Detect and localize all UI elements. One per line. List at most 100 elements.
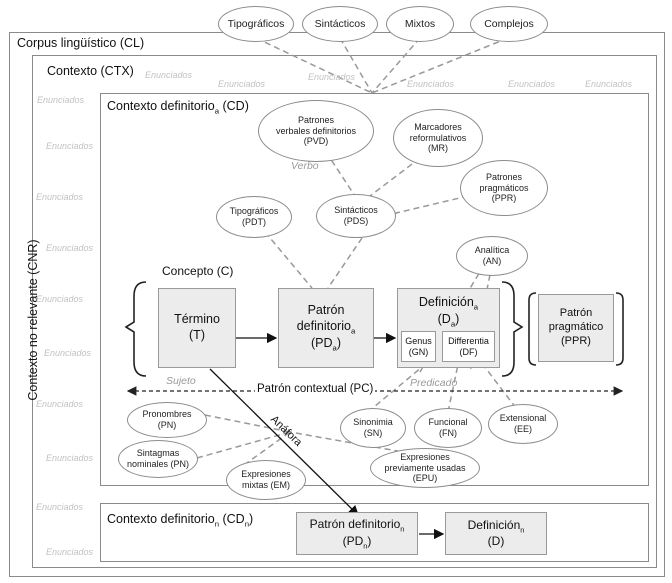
pdn-line2-main: (PD <box>342 533 364 548</box>
pdn-line1-main: Patrón definitorio <box>309 516 401 531</box>
pdn-line2-end: ) <box>367 533 372 548</box>
sujeto-label: Sujeto <box>166 375 196 387</box>
cd-title-main: Contexto definitorio <box>107 99 215 113</box>
an-line1: Analítica <box>474 245 510 256</box>
pragmatico-line2: pragmático <box>548 321 604 334</box>
cdn-title-sub: n <box>214 519 220 529</box>
pragmatico-line1: Patrón <box>559 307 593 320</box>
pds-line2: (PDS) <box>343 216 369 226</box>
pdt-ellipse: Tipográficos(PDT) <box>216 196 292 238</box>
definicion-line2-main: (D <box>437 312 451 327</box>
patron-line3-end: ) <box>336 335 341 350</box>
enunciados-12: Enunciados <box>44 348 92 358</box>
fn-ellipse: Funcional(FN) <box>414 408 482 448</box>
em-line1: Expresiones <box>241 469 291 480</box>
pron-ellipse: Pronombres(PN) <box>127 402 207 438</box>
fn-line2: (FN) <box>439 428 457 438</box>
enunciados-15: Enunciados <box>36 502 84 512</box>
cd-title-sub: a <box>214 106 220 116</box>
sintag-line1: Sintagmas <box>136 448 180 459</box>
patron-box: Patrón definitorioa (PDa) <box>278 288 374 368</box>
enunciados-4: Enunciados <box>407 79 455 89</box>
enunciados-10: Enunciados <box>46 243 94 253</box>
ppr-ell-line3: (PPR) <box>491 193 517 204</box>
ee-line2: (EE) <box>514 424 532 434</box>
pc-label: Patrón contextual (PC) <box>255 383 376 395</box>
definicion-line2-end: ) <box>455 312 460 327</box>
sn-line1: Sinonimia <box>353 417 393 428</box>
patron-line2-main: definitorio <box>296 318 351 333</box>
enunciados-9: Enunciados <box>36 192 84 202</box>
concepto-label: Concepto (C) <box>162 264 234 278</box>
pvd-line1: Patrones <box>297 114 334 125</box>
enunciados-13: Enunciados <box>36 399 84 409</box>
em-line2: mixtas (EM) <box>242 480 290 490</box>
epu-line3: (EPU) <box>412 473 438 484</box>
enunciados-5: Enunciados <box>508 79 556 89</box>
genus-box: Genus(GN) <box>401 331 436 362</box>
ee-line1: Extensional <box>499 413 547 424</box>
pvd-line3: (PVD) <box>303 136 329 147</box>
epu-line1: Expresiones <box>400 451 450 462</box>
differentia-line2: (DF) <box>459 346 478 357</box>
definicion-line2-sub: a <box>450 319 456 329</box>
pdt-line1: Tipográficos <box>229 206 279 217</box>
corpus-title: Corpus lingüístico (CL) <box>17 36 145 50</box>
context-title: Contexto (CTX) <box>47 64 134 78</box>
genus-line1: Genus <box>405 335 432 346</box>
pvd-line2: verbales definitorios <box>275 125 357 136</box>
top-type-sintacticos: Sintácticos <box>302 6 378 42</box>
dn-box: Definiciónn (D) <box>445 512 547 555</box>
cnr-vertical-label: Contexto no relevante (CNR) <box>26 239 40 401</box>
enunciados-11: Enunciados <box>36 294 84 304</box>
pdn-line2-sub: n <box>363 540 368 550</box>
genus-line2: (GN) <box>408 346 429 357</box>
patron-line3-main: (PD <box>310 335 333 350</box>
differentia-box: Differentia(DF) <box>442 331 495 362</box>
cdn-title-mid: (CD <box>219 512 245 526</box>
enunciados-14: Enunciados <box>46 453 94 463</box>
pds-line1: Sintácticos <box>334 205 378 216</box>
termino-box: Término(T) <box>158 288 236 368</box>
pdt-line2: (PDT) <box>242 217 266 227</box>
mr-line2: reformulativos <box>409 132 467 143</box>
pron-line1: Pronombres <box>142 409 192 420</box>
patron-line2-sub: a <box>350 326 356 336</box>
top-type-complejos: Complejos <box>470 6 548 42</box>
cdn-title-sub2: n <box>244 519 250 529</box>
mr-line3: (MR) <box>428 143 448 154</box>
verbo-label: Verbo <box>291 160 319 172</box>
pds-ellipse: Sintácticos(PDS) <box>316 194 396 238</box>
top-type-tipograficos: Tipográficos <box>218 6 294 42</box>
pdn-line1-sub: n <box>400 524 405 534</box>
fn-line1: Funcional <box>428 417 468 428</box>
ppr-ell-line2: pragmáticos <box>479 182 529 193</box>
sn-ellipse: Sinonimia(SN) <box>340 408 406 448</box>
sn-line2: (SN) <box>363 428 383 438</box>
cdn-box <box>100 503 649 562</box>
dn-line1-sub: n <box>520 525 525 535</box>
pragmatico-line3: (PPR) <box>561 334 591 347</box>
pdn-box: Patrón definitorion (PDn) <box>296 512 418 555</box>
pron-line2: (PN) <box>157 420 177 430</box>
mr-line1: Marcadores <box>414 121 462 132</box>
enunciados-3: Enunciados <box>308 72 356 82</box>
termino-line2: (T) <box>189 328 205 342</box>
cdn-title-main: Contexto definitorio <box>107 512 215 526</box>
an-line2: (AN) <box>482 256 502 266</box>
definicion-line1-sub: a <box>473 302 479 312</box>
cd-title: Contexto definitorioa (CD) <box>107 99 249 116</box>
predicado-label: Predicado <box>410 377 458 389</box>
cdn-title: Contexto definitorion (CDn) <box>107 512 253 529</box>
sintag-line2: nominales (PN) <box>126 459 190 469</box>
differentia-line1: Differentia <box>448 335 489 346</box>
dn-line2: (D) <box>487 534 505 549</box>
termino-line1: Término <box>174 312 220 327</box>
enunciados-16: Enunciados <box>46 547 94 557</box>
ppr-ell-line1: Patrones <box>485 171 523 182</box>
patron-line3-sub: a <box>332 343 337 353</box>
